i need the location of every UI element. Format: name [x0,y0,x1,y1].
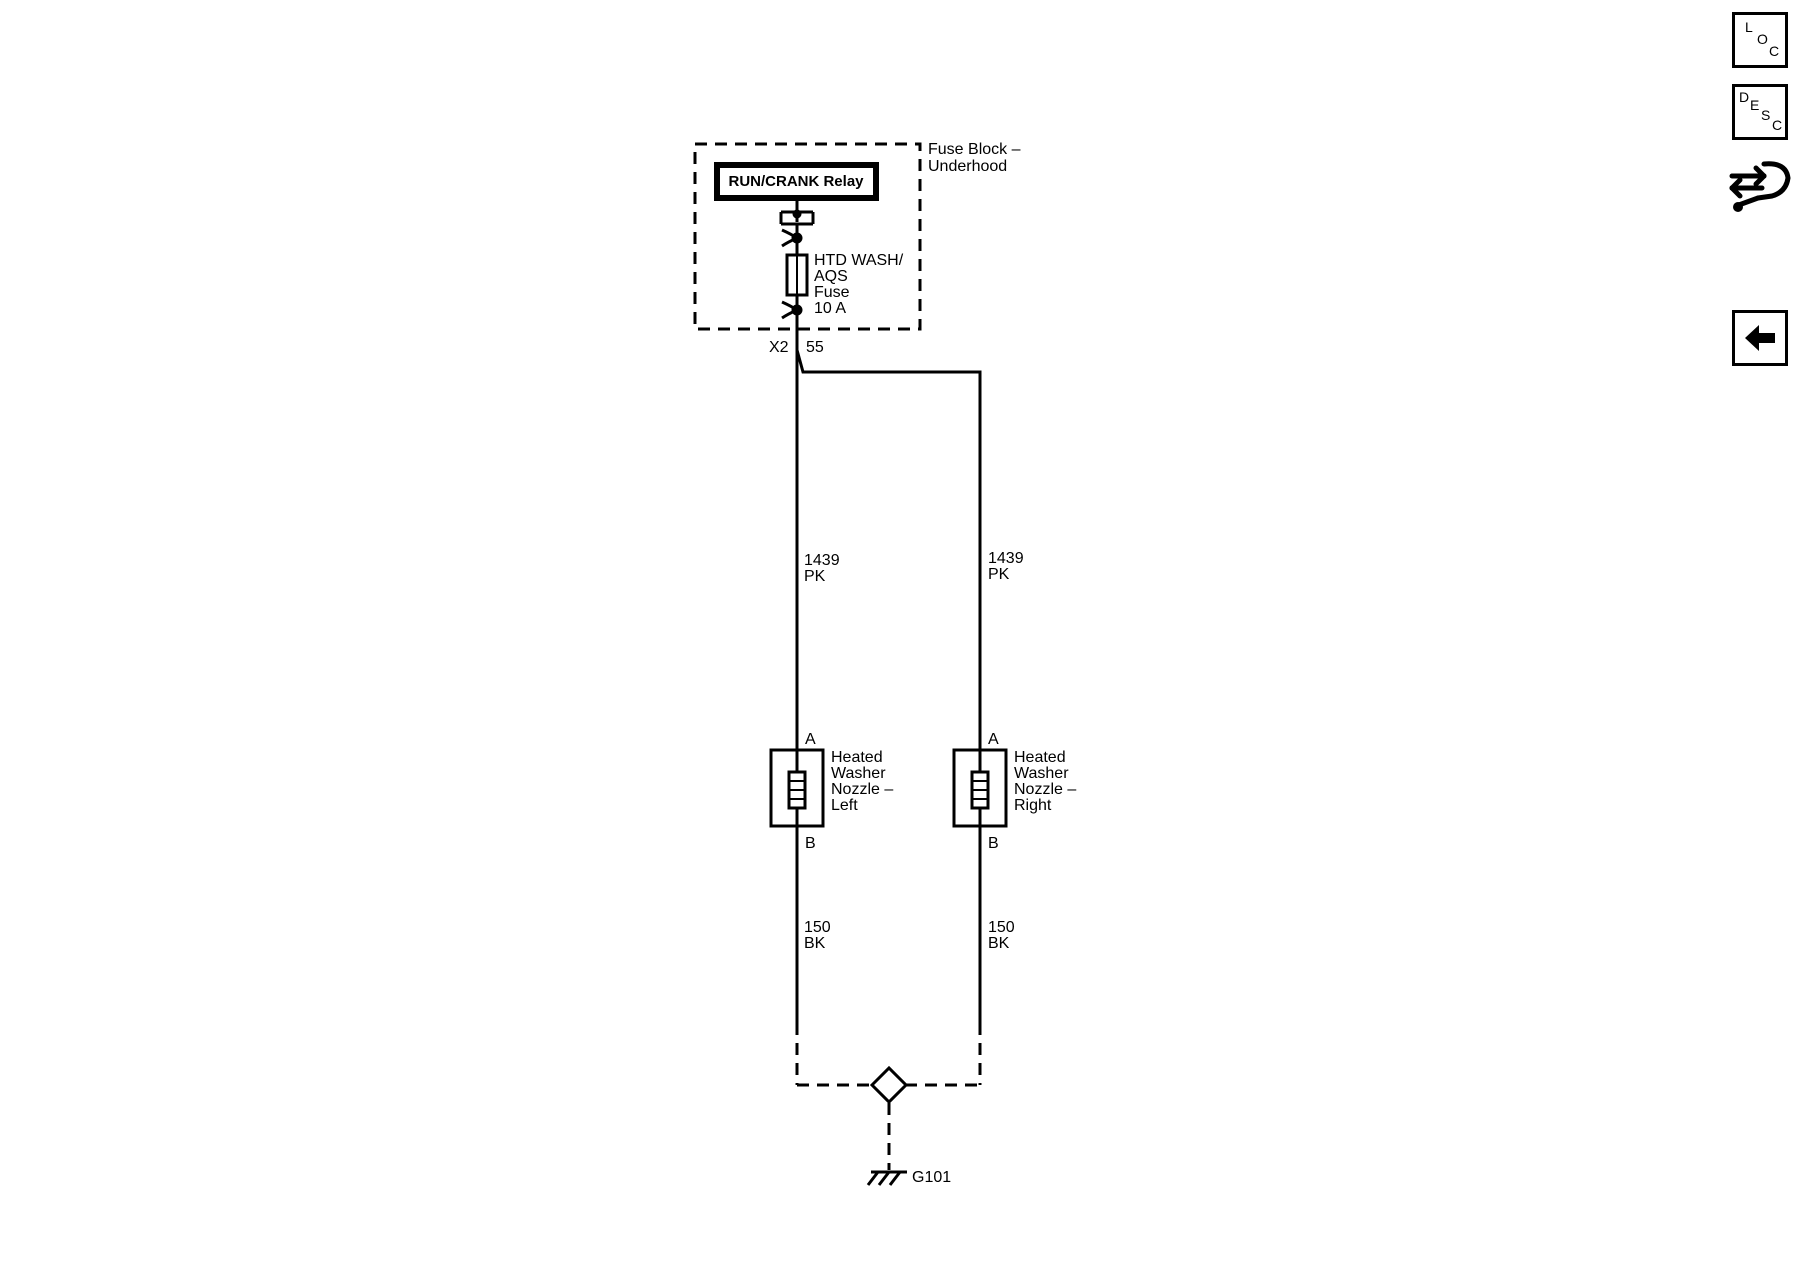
nozzle-right-label-2: Washer [1014,765,1069,782]
ground-label: G101 [912,1169,951,1186]
location-char-1: L [1745,19,1753,35]
back-arrow-icon [1745,325,1775,351]
wire-left-upper-color: PK [804,568,826,585]
location-char-2: O [1757,31,1768,47]
nozzle-left-label-4: Left [831,797,858,814]
wire-right-upper-color: PK [988,566,1010,583]
wire-left-upper-circuit: 1439 [804,552,840,569]
nozzle-left-pin-b: B [805,835,816,852]
description-char-1: D [1739,89,1750,105]
wire-right-upper-circuit: 1439 [988,550,1024,567]
connector-wrench-icon [1729,161,1791,212]
nozzle-left [769,748,825,828]
wire-right-upper [795,349,982,750]
fuse-block-outline [693,142,922,331]
nozzle-right-pin-b: B [988,835,999,852]
relay-label: RUN/CRANK Relay [728,173,864,190]
wire-right-lower-circuit: 150 [988,919,1015,936]
wire-network [795,320,982,1023]
relay-box [714,162,879,201]
wire-right-lower-color: BK [988,935,1010,952]
nozzle-left-label-2: Washer [831,765,886,782]
fuse-label-line4: 10 A [814,300,846,317]
location-char-3: C [1769,43,1780,59]
nozzle-left-label-1: Heated [831,749,883,766]
nozzle-left-pin-a: A [805,731,816,748]
fuse-lower-connector [781,295,803,320]
fuse-upper-connector [781,224,803,255]
ground-symbol [866,1170,907,1186]
fuse-block-label-line1: Fuse Block – [928,141,1021,158]
nozzle-right-label-1: Heated [1014,749,1066,766]
nozzle-left-label-3: Nozzle – [831,781,893,798]
connector-name: X2 [769,339,789,356]
nozzle-right [952,748,1008,828]
relay-contact-symbol [779,198,815,226]
nozzle-right-label-3: Nozzle – [1014,781,1076,798]
fuse-label-line2: AQS [814,268,848,285]
description-button[interactable]: D E S C [1732,84,1788,140]
fuse-label-line3: Fuse [814,284,850,301]
description-char-3: S [1761,107,1771,123]
connector-wrench-button[interactable] [1728,156,1792,218]
connector-pin: 55 [806,339,824,356]
wire-left-lower-color: BK [804,935,826,952]
nozzle-right-label-4: Right [1014,797,1052,814]
wire-left-lower-circuit: 150 [804,919,831,936]
splice-diamond [869,1065,909,1105]
fuse-block-label-line2: Underhood [928,158,1007,175]
nozzle-right-pin-a: A [988,731,999,748]
ground-bus [795,1023,982,1170]
description-char-4: C [1772,117,1783,133]
fuse-label-line1: HTD WASH/ [814,252,904,269]
back-button[interactable] [1732,310,1788,366]
location-button[interactable]: L O C [1732,12,1788,68]
description-char-2: E [1750,97,1760,113]
